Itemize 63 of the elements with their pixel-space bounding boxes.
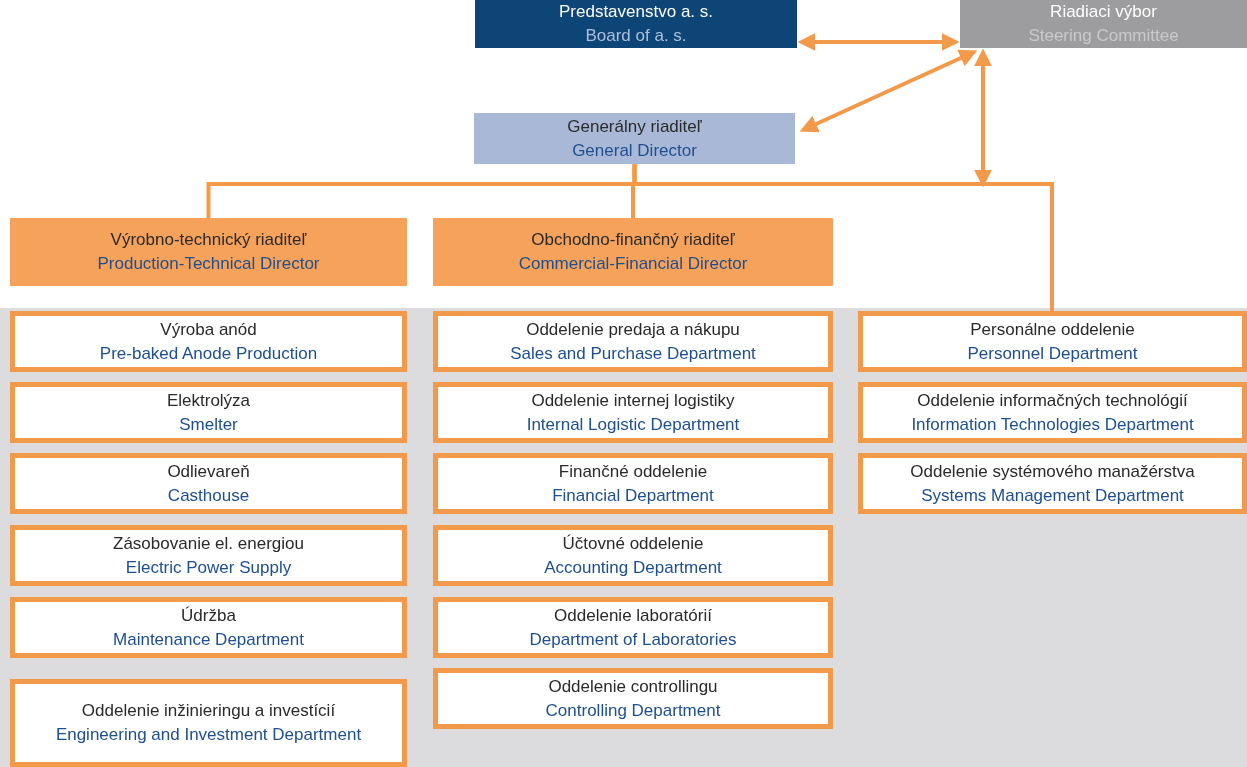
department-box [10,382,407,443]
english-title: Internal Logistic Department [525,413,741,436]
slovak-title: Výrobno-technický riaditeľ [109,229,308,251]
slovak-title: Generálny riaditeľ [566,115,703,138]
department-box [433,668,833,729]
double-arrow [799,49,978,133]
slovak-title: Finančné oddelenie [557,460,709,483]
slovak-title: Oddelenie informačných technológií [916,389,1189,412]
english-title: General Director [571,139,698,162]
english-title: Production-Technical Director [96,253,321,275]
slovak-title: Oddelenie predaja a nákupu [525,318,741,341]
slovak-title: Obchodno-finančný riaditeľ [530,229,736,251]
english-title: Financial Department [551,484,715,507]
english-title: Maintenance Department [112,628,305,651]
slovak-title: Oddelenie internej logistiky [530,389,736,412]
board-box [475,0,797,48]
committee-box [960,0,1247,48]
connector-line [632,164,1054,311]
department-box [858,382,1247,443]
department-box [433,525,833,586]
double-arrow [797,33,960,51]
slovak-title: Oddelenie systémového manažérstva [909,460,1196,483]
english-title: Information Technologies Department [910,413,1195,436]
english-title: Commercial-Financial Director [517,253,749,275]
english-title: Sales and Purchase Department [509,342,757,365]
slovak-title: Údržba [180,604,237,627]
slovak-title: Účtovné oddelenie [561,532,705,555]
slovak-title: Výroba anód [159,318,258,341]
slovak-title: Elektrolýza [165,389,252,412]
double-arrow [974,48,992,188]
english-title: Casthouse [166,484,251,507]
english-title: Accounting Department [543,556,723,579]
slovak-title: Oddelenie inžinieringu a investícií [80,700,337,722]
slovak-title: Oddelenie controllingu [547,675,719,698]
department-box [858,311,1247,372]
slovak-title: Odlievareň [166,460,251,483]
english-title: Pre-baked Anode Production [98,342,319,365]
director-box [10,218,407,286]
slovak-title: Personálne oddelenie [969,318,1136,341]
english-title: Board of a. s. [584,25,688,47]
english-title: Engineering and Investment Department [54,724,363,746]
department-box [10,525,407,586]
department-box [433,311,833,372]
english-title: Systems Management Department [920,484,1185,507]
english-title: Department of Laboratories [528,628,738,651]
director-box [433,218,833,286]
director-box [474,113,795,164]
department-box [858,453,1247,514]
department-box [433,453,833,514]
department-box [10,311,407,372]
slovak-title: Riadiaci výbor [1049,1,1158,23]
department-box [10,453,407,514]
english-title: Controlling Department [544,699,722,722]
english-title: Personnel Department [966,342,1139,365]
department-box [10,679,407,767]
english-title: Electric Power Supply [124,556,293,579]
slovak-title: Oddelenie laboratórií [553,604,713,627]
slovak-title: Predstavenstvo a. s. [558,1,714,23]
english-title: Smelter [178,413,239,436]
slovak-title: Zásobovanie el. energiou [112,532,305,555]
department-box [433,597,833,658]
department-box [10,597,407,658]
department-box [433,382,833,443]
